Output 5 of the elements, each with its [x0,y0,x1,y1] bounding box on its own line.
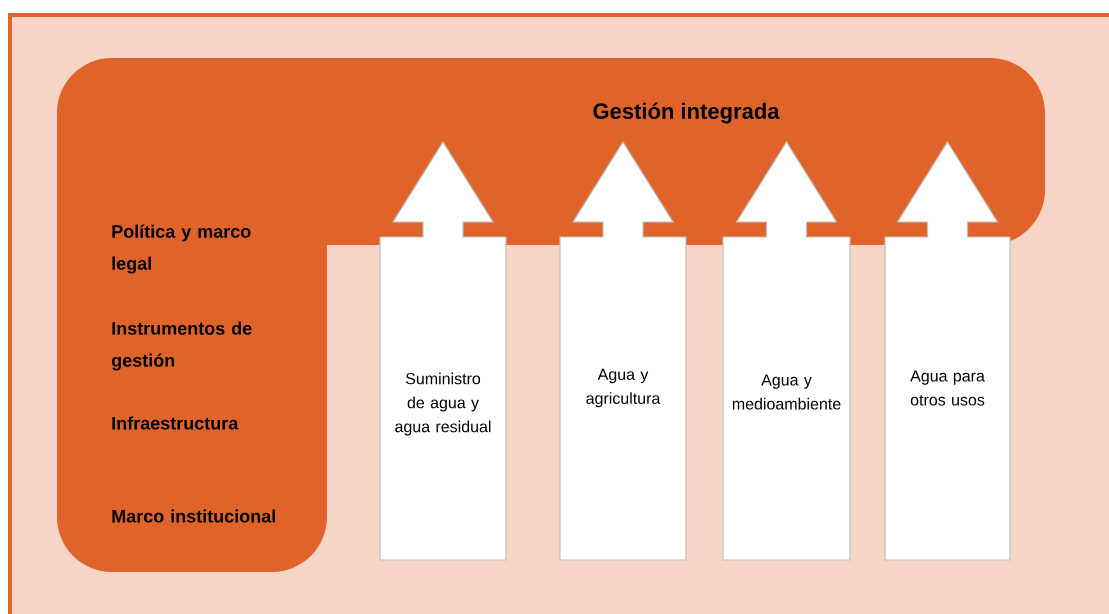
list-item: Infraestructura [112,416,239,430]
list-item: Instrumentos de gestión [111,321,252,371]
heading: Gestión integrada [593,102,780,124]
list-item: Política y marco legal [112,224,251,274]
list-item: Marco institucional [112,509,275,523]
